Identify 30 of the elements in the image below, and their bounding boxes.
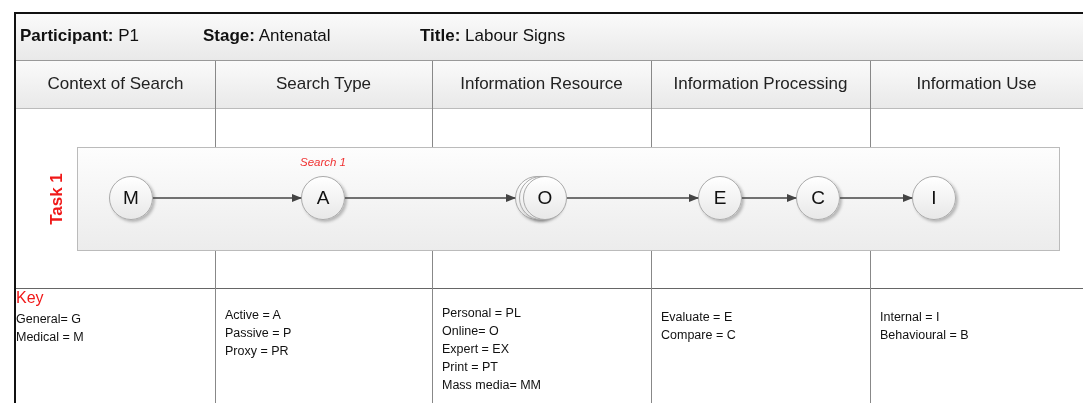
key-entry: Print = PT [442, 360, 498, 374]
key-entry: Compare = C [661, 328, 736, 342]
key-entry: Proxy = PR [225, 344, 289, 358]
arrow [566, 194, 699, 202]
arrow [839, 194, 913, 202]
header-field: Title: Labour Signs [420, 26, 566, 46]
key-title: Key [16, 289, 44, 307]
column-header: Information Resource [459, 74, 624, 94]
key-entry: Mass media= MM [442, 378, 541, 392]
column-header: Information Use [915, 74, 1038, 94]
key-entry: Personal = PL [442, 306, 521, 320]
arrow [344, 194, 516, 202]
key-entry: Online= O [442, 324, 499, 338]
column-header: Information Processing [672, 74, 849, 94]
header-field: Participant: P1 [20, 26, 140, 46]
circle-caption: Search 1 [299, 156, 347, 168]
key-entry: Passive = P [225, 326, 292, 340]
key-entry: Medical = M [16, 330, 84, 344]
key-entry: General= G [16, 312, 81, 326]
key-entry: Active = A [225, 308, 281, 322]
key-entry: Behavioural = B [880, 328, 969, 342]
lane-title: Task 1 [47, 173, 67, 225]
column-header: Context of Search [46, 74, 185, 94]
arrow [152, 194, 302, 202]
key-entry: Internal = I [880, 310, 940, 324]
arrow [741, 194, 797, 202]
key-entry: Evaluate = E [661, 310, 733, 324]
header-field: Stage: Antenatal [203, 26, 331, 46]
key-entry: Expert = EX [442, 342, 510, 356]
column-header: Search Type [274, 74, 373, 94]
